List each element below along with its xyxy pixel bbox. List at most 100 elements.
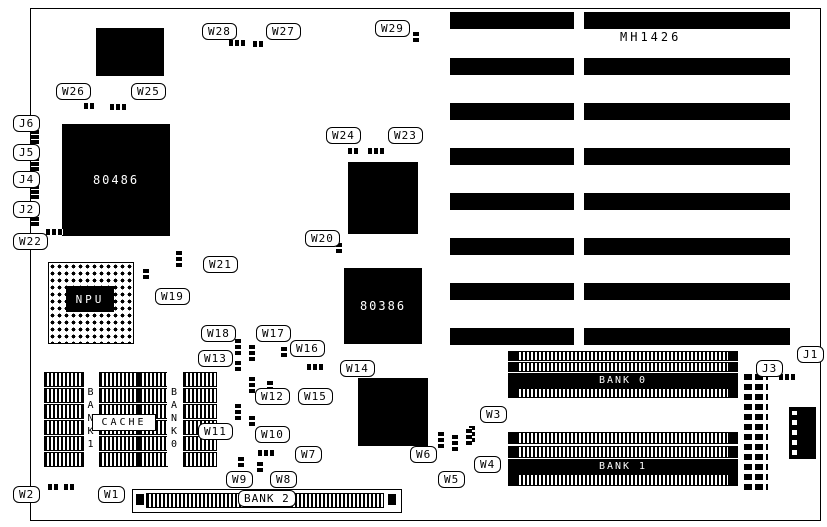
cache-chip [44, 372, 84, 387]
board-outline [30, 8, 821, 521]
jumper-w14 [307, 364, 324, 370]
cache-label: CACHE [92, 414, 156, 431]
ic-chip [96, 28, 164, 76]
isa-slot [584, 12, 790, 29]
jumper-w4 [466, 428, 472, 445]
callout-w22: W22 [13, 233, 48, 250]
isa-slot [450, 58, 574, 75]
callout-j4: J4 [13, 171, 41, 188]
isa-slot [450, 12, 574, 29]
callout-w12: W12 [255, 388, 290, 405]
cache-bank0-label: BANK0 [167, 372, 181, 466]
cache-chip [139, 452, 168, 467]
callout-w21: W21 [203, 256, 238, 273]
callout-j2: J2 [13, 201, 41, 218]
isa-slot [450, 238, 574, 255]
callout-bank2: BANK 2 [238, 490, 296, 507]
isa-slot [584, 58, 790, 75]
jumper-w3 [469, 425, 475, 442]
isa-slot [450, 148, 574, 165]
jumper-w2 [48, 484, 59, 490]
callout-w11: W11 [198, 423, 233, 440]
jumper-w24 [348, 148, 359, 154]
callout-w16: W16 [290, 340, 325, 357]
jumper-w10 [249, 415, 255, 426]
cpu-chip: 80486 [62, 124, 170, 236]
j1-connector [789, 407, 816, 459]
jumper-w7 [258, 450, 275, 456]
ic-chip [348, 162, 418, 234]
jumper-w6 [438, 431, 444, 448]
board-model-text: MH1426 [620, 30, 682, 44]
cache-chip [44, 404, 84, 419]
chipset-386-chip: 80386 [344, 268, 422, 344]
cache-chip [139, 372, 168, 387]
callout-w19: W19 [155, 288, 190, 305]
callout-w1: W1 [98, 486, 126, 503]
callout-w28: W28 [202, 23, 237, 40]
cache-chip [44, 436, 84, 451]
jumper-w12 [249, 376, 255, 393]
jumper-w1 [64, 484, 75, 490]
isa-slot [450, 193, 574, 210]
callout-w29: W29 [375, 20, 410, 37]
simm-socket [508, 446, 738, 458]
cache-chip [99, 452, 139, 467]
callout-w5: W5 [438, 471, 466, 488]
callout-w3: W3 [480, 406, 508, 423]
jumper-w29 [413, 31, 419, 42]
jumper-w5 [452, 434, 458, 451]
cache-chip [44, 452, 84, 467]
jumper-w23 [368, 148, 385, 154]
pin-header [744, 372, 768, 490]
callout-w18: W18 [201, 325, 236, 342]
bank2-socket-end [136, 494, 144, 505]
simm-socket [508, 388, 738, 398]
j4-connector [31, 181, 39, 199]
jumper-w17 [249, 344, 255, 361]
callout-w26: W26 [56, 83, 91, 100]
jumper-w28 [229, 40, 246, 46]
callout-w4: W4 [474, 456, 502, 473]
jumper-w15 [267, 380, 273, 391]
jumper-w20 [336, 242, 342, 253]
callout-w8: W8 [270, 471, 298, 488]
cache-chip [44, 388, 84, 403]
cache-chip [183, 372, 217, 387]
callout-j3: J3 [756, 360, 784, 377]
cache-chip [139, 436, 168, 451]
simm-socket [508, 474, 738, 486]
callout-w2: W2 [13, 486, 41, 503]
jumper-j3 [779, 374, 796, 380]
isa-slot [450, 328, 574, 345]
cache-chip [99, 372, 139, 387]
callout-w14: W14 [340, 360, 375, 377]
jumper-w18 [235, 338, 241, 355]
cache-bank1-label: BANK1 [84, 372, 97, 466]
j6-connector [31, 126, 39, 144]
cache-chip [183, 404, 217, 419]
isa-slot [584, 328, 790, 345]
j5-connector [31, 153, 39, 171]
cache-chip [183, 388, 217, 403]
isa-slot [450, 283, 574, 300]
jumper-w26 [84, 103, 95, 109]
jumper-w9 [238, 456, 244, 467]
callout-j6: J6 [13, 115, 41, 132]
isa-slot [584, 283, 790, 300]
callout-w15: W15 [298, 388, 333, 405]
simm-socket [508, 362, 738, 372]
callout-j1: J1 [797, 346, 825, 363]
isa-slot [450, 103, 574, 120]
callout-w13: W13 [198, 350, 233, 367]
cache-chip [99, 388, 139, 403]
ic-chip [358, 378, 428, 446]
bank2-socket-end [388, 494, 396, 505]
jumper-w11 [235, 403, 241, 420]
callout-w27: W27 [266, 23, 301, 40]
bank1-label-row: BANK 1 [508, 459, 738, 474]
isa-slot [584, 238, 790, 255]
jumper-w25 [110, 104, 127, 110]
callout-w25: W25 [131, 83, 166, 100]
